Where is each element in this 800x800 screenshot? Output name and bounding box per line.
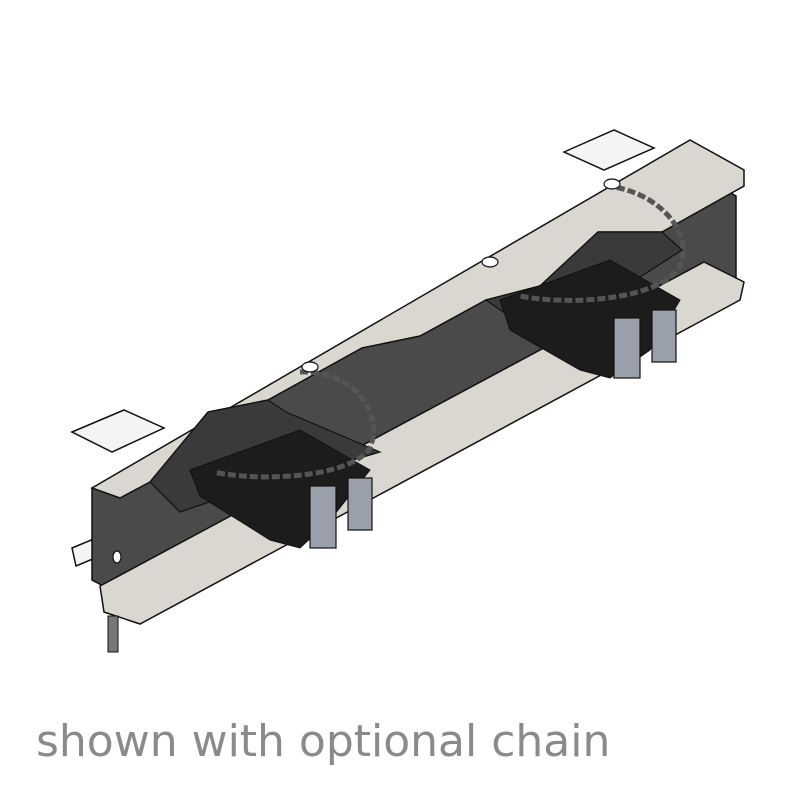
figure-caption: shown with optional chain — [36, 716, 611, 767]
ground-stud — [107, 615, 119, 653]
buckle-left — [309, 477, 373, 549]
mounting-holes — [112, 178, 621, 564]
buckle-right — [613, 309, 677, 379]
chain-left — [213, 369, 376, 480]
chain-right — [519, 183, 686, 303]
bracket-illustration — [70, 129, 745, 653]
mounting-tab-right — [562, 129, 656, 171]
